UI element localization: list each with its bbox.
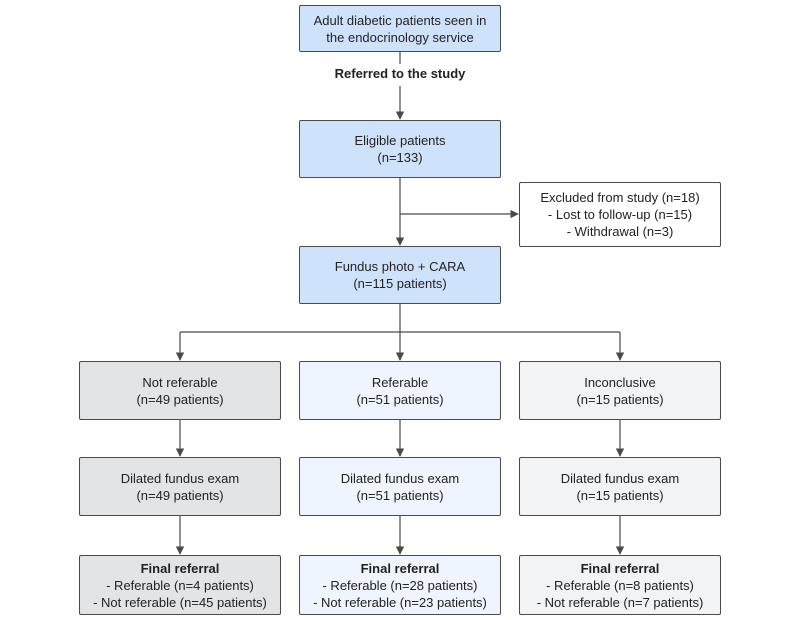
final-node-not-referable: Final referral - Referable (n=4 patients… [79, 555, 281, 615]
final-node-referable: Final referral - Referable (n=28 patient… [299, 555, 501, 615]
fundus-node: Fundus photo + CARA (n=115 patients) [299, 246, 501, 304]
start-node: Adult diabetic patients seen in the endo… [299, 5, 501, 52]
eligible-node: Eligible patients (n=133) [299, 120, 501, 178]
final-node-inconclusive: Final referral - Referable (n=8 patients… [519, 555, 721, 615]
inconclusive-node: Inconclusive (n=15 patients) [519, 361, 721, 420]
exam-node-referable: Dilated fundus exam (n=51 patients) [299, 457, 501, 516]
not-referable-node: Not referable (n=49 patients) [79, 361, 281, 420]
exam-node-not-referable: Dilated fundus exam (n=49 patients) [79, 457, 281, 516]
referral-label: Referred to the study [334, 66, 466, 81]
exam-node-inconclusive: Dilated fundus exam (n=15 patients) [519, 457, 721, 516]
referable-node: Referable (n=51 patients) [299, 361, 501, 420]
excluded-node: Excluded from study (n=18) - Lost to fol… [519, 182, 721, 247]
